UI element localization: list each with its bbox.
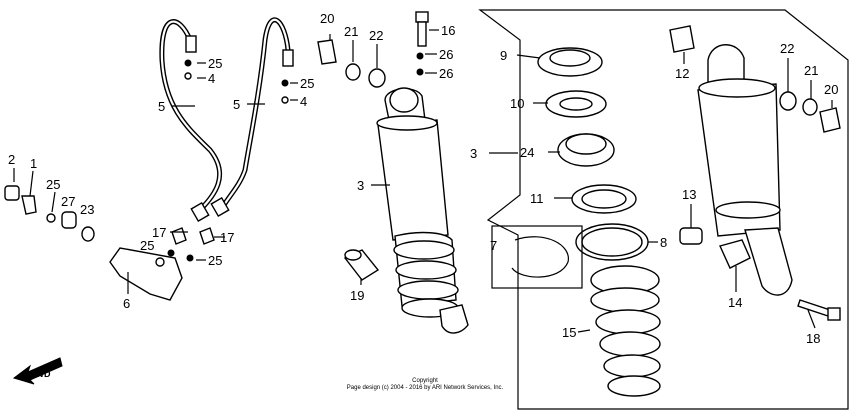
callout-16: 16 — [441, 23, 455, 38]
part-25-oring — [46, 213, 56, 223]
part-12-sleeve — [669, 25, 695, 53]
callout-13: 13 — [682, 187, 696, 202]
part-7-circlip — [511, 236, 569, 278]
callout-11: 11 — [530, 191, 544, 206]
part-18-bolt-shaft — [797, 299, 831, 317]
washer-4-right — [281, 96, 289, 104]
callout-19: 19 — [350, 288, 364, 303]
o-ring-25-left — [184, 59, 192, 67]
callout-9: 9 — [500, 48, 507, 63]
callout-17: 17 — [220, 230, 234, 245]
callout-6: 6 — [123, 296, 130, 311]
part-17-fitting-left — [171, 227, 187, 245]
callout-25: 25 — [140, 238, 154, 253]
callout-3: 3 — [357, 178, 364, 193]
part-25-oring-bracket-2 — [186, 254, 194, 262]
callout-12: 12 — [675, 66, 689, 81]
fwd-label: FWD — [30, 369, 51, 379]
hose-fitting-bottom-left — [190, 201, 210, 223]
o-ring-25-right — [281, 79, 289, 87]
callout-5: 5 — [158, 99, 165, 114]
part-2-cap — [4, 185, 20, 201]
callout-23: 23 — [80, 202, 94, 217]
callout-10: 10 — [510, 96, 524, 111]
callout-15: 15 — [562, 325, 576, 340]
part-13-bushing — [679, 227, 703, 245]
part-22-washer-right — [779, 91, 797, 111]
callout-27: 27 — [61, 194, 75, 209]
callout-26: 26 — [439, 66, 453, 81]
callout-18: 18 — [806, 331, 820, 346]
part-26-oring-bottom — [416, 68, 424, 76]
part-20-cap-right — [819, 107, 841, 133]
part-22-washer-left — [368, 68, 386, 88]
callout-22: 22 — [369, 28, 383, 43]
part-17-fitting-right — [199, 227, 215, 245]
part-14-collar — [719, 239, 751, 269]
callout-20: 20 — [320, 11, 334, 26]
part-26-oring-top — [416, 52, 424, 60]
copyright-line-1: Copyright — [412, 378, 438, 384]
part-21-washer-left — [345, 63, 361, 81]
callout-1: 1 — [30, 156, 37, 171]
part-27-collar — [61, 211, 77, 229]
callout-14: 14 — [728, 295, 742, 310]
part-21-washer-right — [802, 98, 818, 116]
callout-5: 5 — [233, 97, 240, 112]
callout-3: 3 — [470, 146, 477, 161]
copyright-line-2: Page design (c) 2004 - 2016 by ARI Netwo… — [347, 385, 504, 391]
hose-fitting-top-right — [282, 49, 294, 67]
callout-4: 4 — [208, 71, 215, 86]
callout-26: 26 — [439, 47, 453, 62]
callout-20: 20 — [824, 82, 838, 97]
leader-lines — [13, 29, 833, 333]
callout-24: 24 — [520, 145, 534, 160]
shock-absorber-assembled-left — [376, 87, 469, 334]
callout-25: 25 — [300, 76, 314, 91]
part-9-spring-seat — [537, 47, 603, 77]
brake-hose-left — [159, 19, 223, 213]
hose-fitting-bottom-right — [210, 196, 230, 218]
callout-21: 21 — [344, 24, 358, 39]
callout-2: 2 — [8, 152, 15, 167]
part-15-spring — [590, 265, 661, 397]
callout-labels: 25 4 25 4 5 5 2 1 25 27 23 6 17 17 25 25… — [8, 11, 838, 346]
callout-25: 25 — [208, 56, 222, 71]
part-24-spring-collar — [557, 133, 615, 167]
part-20-cap-left — [317, 39, 337, 65]
part-23-washer — [81, 226, 95, 242]
part-19-pin-head — [344, 249, 362, 261]
shock-absorber-body-right — [697, 44, 793, 296]
callout-22: 22 — [780, 41, 794, 56]
brake-hose-right — [219, 17, 291, 211]
part-8-ring — [575, 223, 649, 261]
exploded-view-outline — [478, 9, 849, 410]
part-16-bolt-shaft — [417, 21, 427, 47]
part-16-bolt-head — [415, 11, 429, 23]
part-7-box — [491, 225, 583, 289]
callout-7: 7 — [490, 238, 497, 253]
part-10-washer — [545, 90, 607, 118]
fwd-arrow-icon — [12, 357, 63, 385]
part-1-valve — [21, 195, 37, 215]
callout-21: 21 — [804, 63, 818, 78]
callout-25: 25 — [46, 177, 60, 192]
callout-4: 4 — [300, 94, 307, 109]
part-11-washer — [571, 184, 637, 214]
callout-8: 8 — [660, 235, 667, 250]
callout-25: 25 — [208, 253, 222, 268]
part-25-oring-bracket — [167, 249, 175, 257]
hose-fitting-top-left — [185, 35, 197, 53]
bracket-bolt-hole — [155, 257, 165, 267]
part-18-bolt-head — [827, 307, 841, 321]
washer-4-left — [184, 72, 192, 80]
callout-17: 17 — [152, 225, 166, 240]
